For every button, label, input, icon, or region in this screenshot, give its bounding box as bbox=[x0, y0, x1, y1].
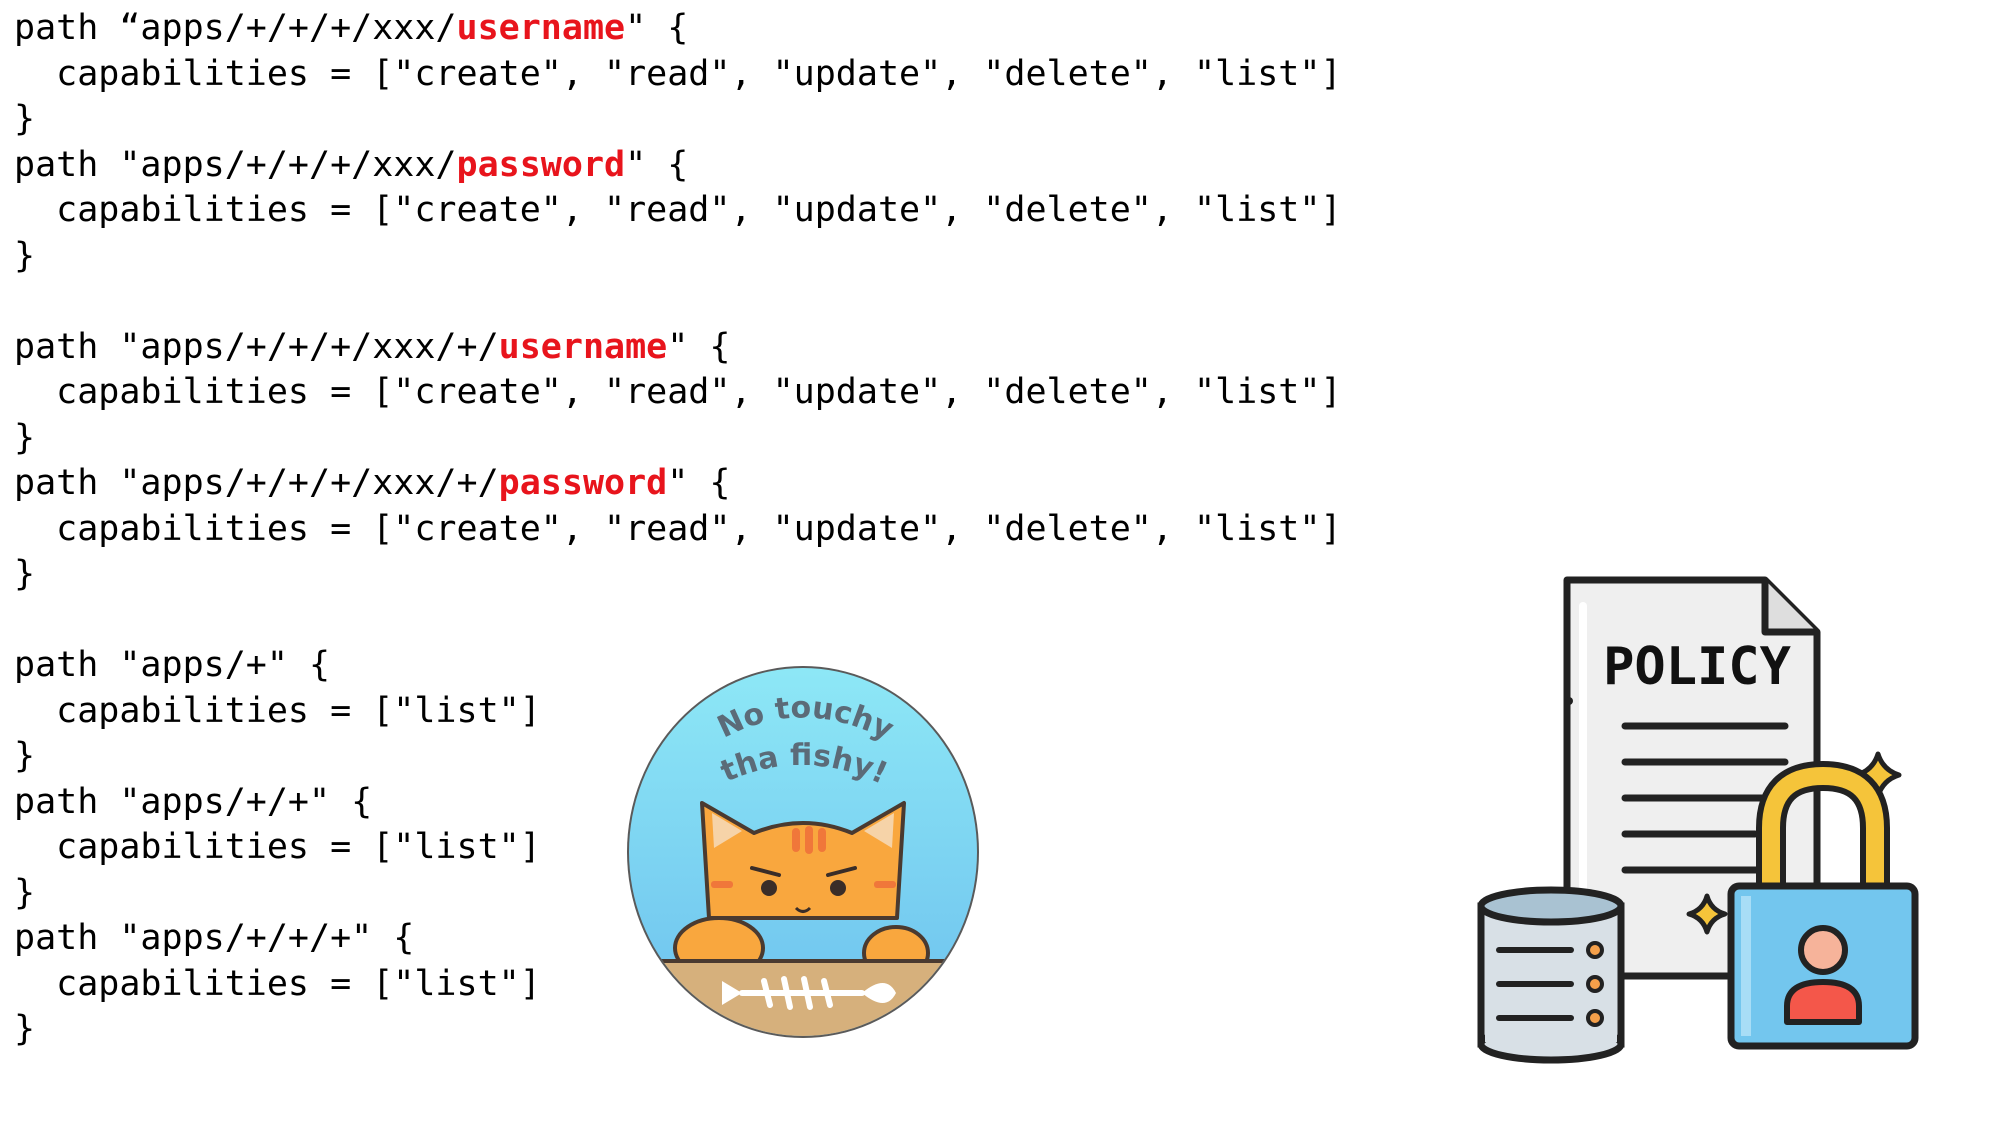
database-icon bbox=[1477, 886, 1625, 1064]
code-text: path "apps/+" { bbox=[14, 645, 331, 685]
code-line: } bbox=[14, 97, 1342, 143]
code-text: capabilities = ["create", "read", "updat… bbox=[14, 508, 1342, 549]
code-text: " { bbox=[667, 463, 731, 503]
code-line: capabilities = ["create", "read", "updat… bbox=[14, 188, 1342, 234]
code-text: capabilities = ["list"] bbox=[14, 690, 541, 731]
code-line: capabilities = ["create", "read", "updat… bbox=[14, 507, 1342, 553]
code-text: path “apps/+/+/+/xxx/ bbox=[14, 8, 457, 48]
code-text: capabilities = ["create", "read", "updat… bbox=[14, 190, 1342, 230]
code-text: } bbox=[14, 235, 36, 276]
code-text: } bbox=[14, 417, 36, 458]
code-line: capabilities = ["list"] bbox=[14, 825, 1342, 871]
code-line: path "apps/+/+/+/xxx/password" { bbox=[14, 143, 1342, 189]
code-text: path "apps/+/+/+/xxx/+/ bbox=[14, 463, 499, 503]
code-line: path "apps/+/+/+/xxx/+/username" { bbox=[14, 325, 1342, 371]
code-line: path "apps/+" { bbox=[14, 643, 1342, 689]
code-line: } bbox=[14, 552, 1342, 598]
highlighted-key: username bbox=[498, 326, 668, 367]
code-text: } bbox=[14, 872, 36, 913]
code-text: path "apps/+/+/+" { bbox=[14, 918, 415, 958]
highlighted-key: password bbox=[498, 463, 668, 503]
code-text: " { bbox=[625, 144, 689, 185]
code-listing: path “apps/+/+/+/xxx/username" { capabil… bbox=[14, 6, 1342, 1053]
highlighted-key: username bbox=[456, 8, 626, 48]
code-text: } bbox=[14, 1009, 36, 1049]
code-text: capabilities = ["list"] bbox=[14, 827, 541, 867]
code-line: path "apps/+/+/+" { bbox=[14, 916, 1342, 962]
code-text: path "apps/+/+/+/xxx/ bbox=[14, 144, 457, 185]
code-text: path "apps/+/+" { bbox=[14, 781, 373, 822]
document-icon: POLICY bbox=[1563, 576, 1821, 980]
cat-sticker: No touchy tha fishy! bbox=[627, 666, 979, 1038]
code-line: } bbox=[14, 1007, 1342, 1053]
code-line: capabilities = ["list"] bbox=[14, 962, 1342, 1008]
code-text: } bbox=[14, 99, 36, 139]
code-line: } bbox=[14, 871, 1342, 917]
code-line: capabilities = ["create", "read", "updat… bbox=[14, 370, 1342, 416]
code-line: capabilities = ["create", "read", "updat… bbox=[14, 52, 1342, 98]
code-line: path "apps/+/+/+/xxx/+/password" { bbox=[14, 461, 1342, 507]
code-line: path "apps/+/+" { bbox=[14, 780, 1342, 826]
code-line: capabilities = ["list"] bbox=[14, 689, 1342, 735]
document-title: POLICY bbox=[1603, 637, 1792, 697]
policy-illustration: POLICY bbox=[1477, 576, 1919, 1064]
padlock-icon bbox=[1727, 760, 1919, 1050]
code-text: path "apps/+/+/+/xxx/+/ bbox=[14, 326, 499, 367]
blank-line bbox=[14, 598, 1342, 644]
code-text: } bbox=[14, 554, 36, 594]
code-text: capabilities = ["list"] bbox=[14, 963, 541, 1004]
highlighted-key: password bbox=[456, 144, 626, 185]
code-line: } bbox=[14, 734, 1342, 780]
code-text: capabilities = ["create", "read", "updat… bbox=[14, 372, 1342, 412]
code-text: } bbox=[14, 736, 36, 776]
code-text: " { bbox=[667, 326, 731, 367]
code-text: capabilities = ["create", "read", "updat… bbox=[14, 53, 1342, 94]
blank-line bbox=[14, 279, 1342, 325]
code-line: path “apps/+/+/+/xxx/username" { bbox=[14, 6, 1342, 52]
code-text: " { bbox=[625, 8, 689, 48]
code-line: } bbox=[14, 416, 1342, 462]
code-line: } bbox=[14, 234, 1342, 280]
